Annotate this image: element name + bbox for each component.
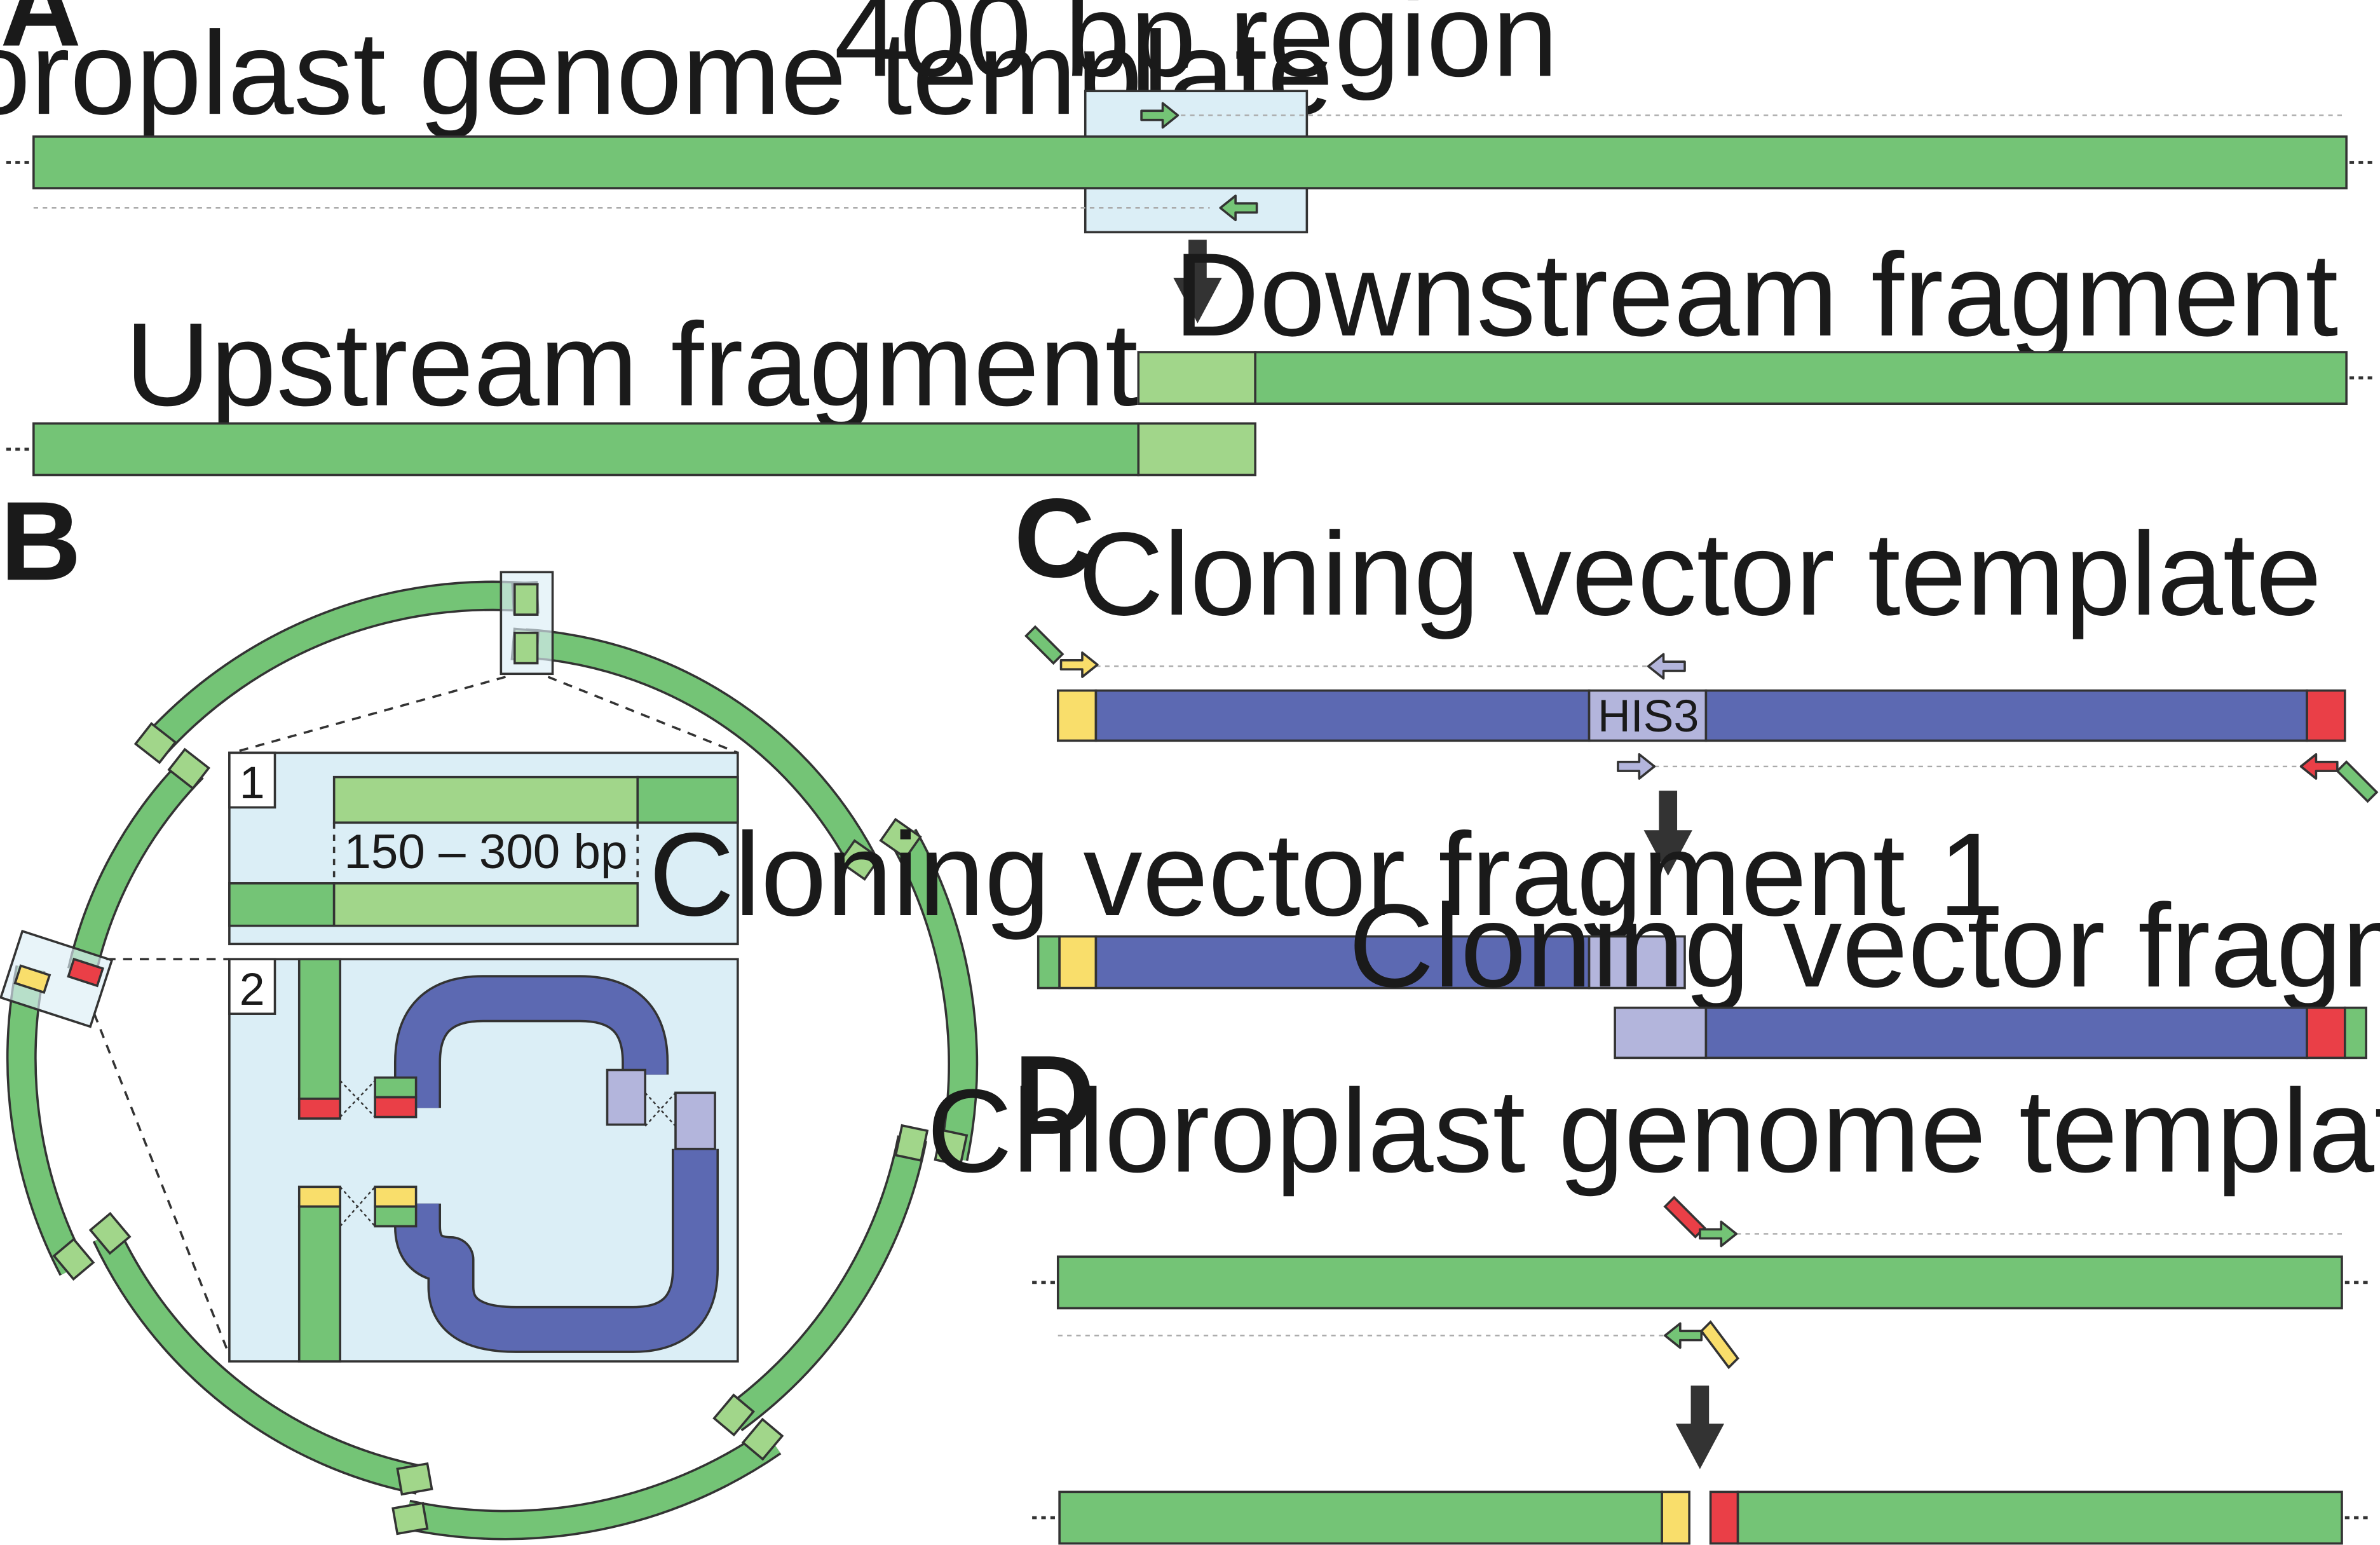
vector-template-label: Cloning vector template (1078, 508, 2322, 640)
primer-tail (1663, 1195, 1706, 1239)
his3-label: HIS3 (1598, 691, 1699, 742)
process-arrow-icon (1675, 1385, 1725, 1469)
primer-tail (1699, 1320, 1739, 1370)
process-arrow-icon (1173, 240, 1222, 323)
downstream-label: Downstream fragment (1174, 229, 2338, 361)
upstream-label: Upstream fragment (125, 299, 1138, 431)
primer-arrow-icon (1664, 1322, 1703, 1349)
panel-c: C Cloning vector template HIS3 Cloning v… (649, 475, 2380, 1059)
modified-genome-left (1058, 1490, 1663, 1545)
primer-tail (1024, 625, 1064, 665)
red-marker (1709, 1490, 1739, 1545)
vector-fragment-1-bar (1094, 935, 1591, 990)
process-arrow-icon (1643, 791, 1692, 876)
inset-2: 2 (228, 958, 739, 1363)
vector-fragment-2-label: Cloning vector fragment 2 (1349, 880, 2380, 1012)
downstream-overlap-segment (1137, 351, 1256, 405)
panel-b: B (0, 479, 979, 1541)
primer-tail (2336, 760, 2379, 803)
inset-1-number: 1 (240, 758, 265, 808)
primer-arrow-icon (1647, 653, 1686, 680)
genome-template-bar (32, 135, 2348, 189)
upstream-fragment-bar (32, 422, 1140, 477)
inset-2-number: 2 (240, 964, 265, 1015)
panel-a-letter: A (0, 0, 81, 70)
upstream-overlap-segment (1137, 422, 1256, 477)
overlap-caps (52, 581, 969, 1535)
yellow-marker (1661, 1490, 1690, 1545)
vector-fragment-1-label: Cloning vector fragment 1 (649, 808, 2004, 941)
panel-c-letter: C (1014, 475, 1095, 601)
primer-arrow-icon (1617, 753, 1656, 780)
panel-a: A Chloroplast genome template 400 bp reg… (0, 0, 2377, 477)
overlap-length-label: 150 – 300 bp (344, 825, 627, 879)
panel-d-template-label: Chloroplast genome template (927, 1065, 2380, 1197)
inset-1: 1 150 – 300 bp (228, 751, 739, 946)
zoom-box-left (0, 929, 114, 1028)
assembled-circle (6, 580, 979, 1541)
panel-d-letter: D (1014, 1033, 1095, 1158)
primer-arrow-icon (1059, 651, 1099, 678)
panel-b-letter: B (0, 479, 81, 604)
primer-arrow-icon (1699, 1220, 1737, 1248)
vector-fragment-2-bar (1704, 1006, 2308, 1059)
modified-genome-right (1736, 1490, 2343, 1545)
zoom-connector-lines (93, 676, 738, 1356)
downstream-fragment-bar (1254, 351, 2348, 405)
vector-template-bar (1094, 689, 1591, 742)
primer-arrow-icon (2299, 753, 2339, 780)
panel-d-template-bar (1056, 1255, 2343, 1310)
panel-d: D Chloroplast genome template (927, 1033, 2380, 1545)
panel-a-region-label: 400 bp region (834, 0, 1558, 101)
